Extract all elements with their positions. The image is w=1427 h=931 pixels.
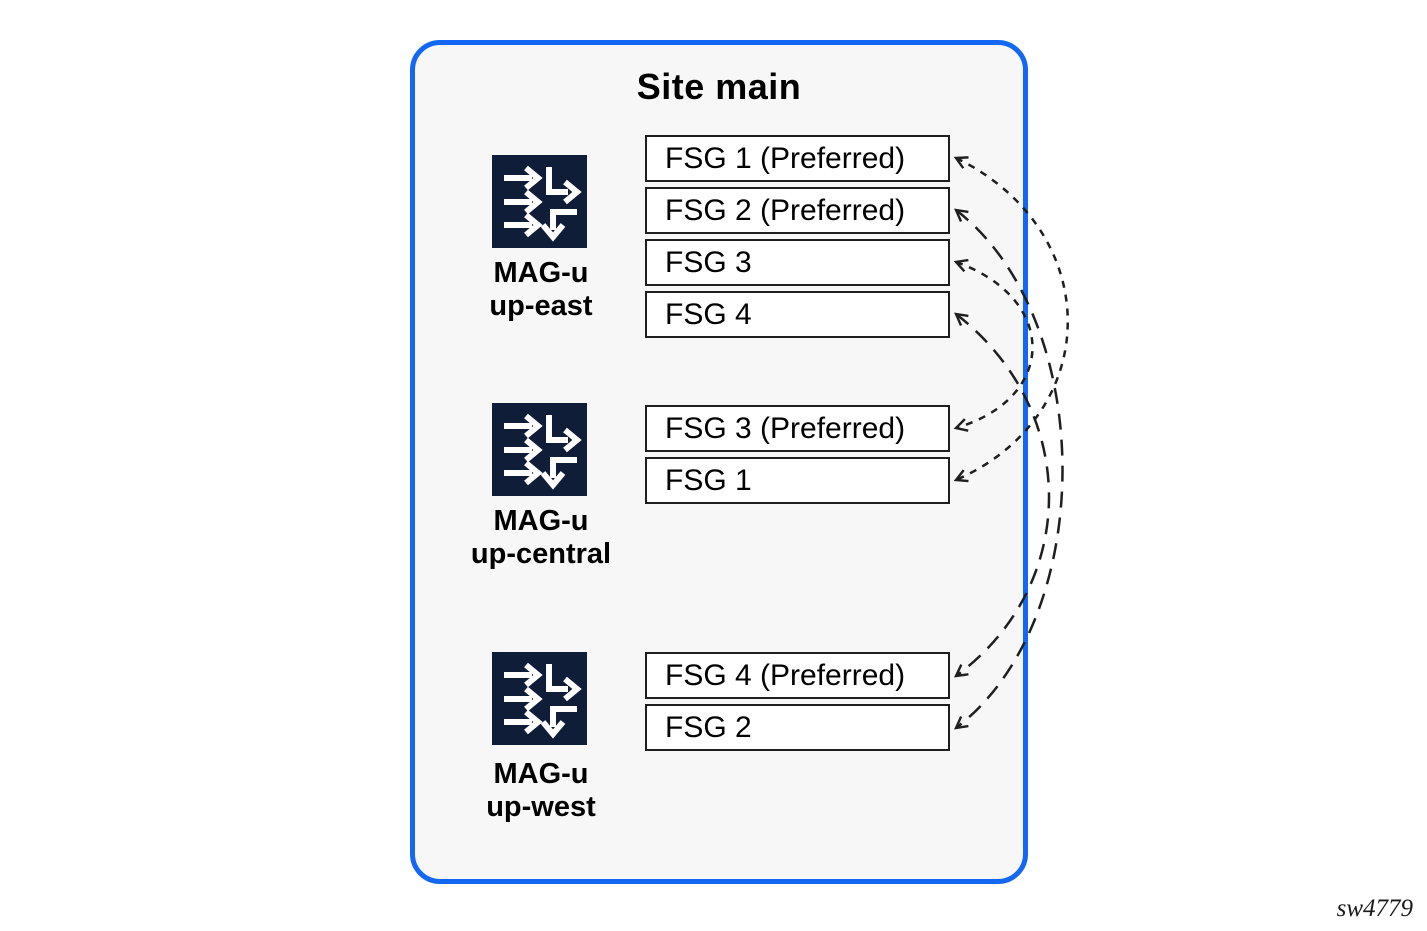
switch-icon <box>492 155 587 248</box>
fsg-label: FSG 4 <box>665 297 752 331</box>
fsg-box: FSG 1 <box>645 457 950 504</box>
switch-icon <box>492 652 587 745</box>
fsg-label: FSG 3 (Preferred) <box>665 411 906 445</box>
node-label-line1: MAG-u <box>493 257 589 289</box>
fsg-box: FSG 2 <box>645 704 950 751</box>
fsg-label: FSG 3 <box>665 245 752 279</box>
switch-icon <box>492 403 587 496</box>
watermark: sw4779 <box>1336 895 1413 922</box>
site-title: Site main <box>636 66 802 107</box>
node-label-line2: up-east <box>489 290 593 322</box>
fsg-label: FSG 2 <box>665 710 752 744</box>
node-label-line1: MAG-u <box>493 758 589 790</box>
node-label-up-east: MAG-u up-east <box>441 257 641 323</box>
node-label-up-west: MAG-u up-west <box>441 758 641 824</box>
fsg-label: FSG 1 (Preferred) <box>665 141 906 175</box>
fsg-label: FSG 4 (Preferred) <box>665 658 906 692</box>
fsg-box: FSG 1 (Preferred) <box>645 135 950 182</box>
node-label-line1: MAG-u <box>493 505 589 537</box>
fsg-label: FSG 2 (Preferred) <box>665 193 906 227</box>
node-label-up-central: MAG-u up-central <box>441 505 641 571</box>
fsg-box: FSG 4 (Preferred) <box>645 652 950 699</box>
fsg-box: FSG 4 <box>645 291 950 338</box>
fsg-box: FSG 3 <box>645 239 950 286</box>
fsg-box: FSG 2 (Preferred) <box>645 187 950 234</box>
fsg-box: FSG 3 (Preferred) <box>645 405 950 452</box>
fsg-label: FSG 1 <box>665 463 752 497</box>
node-label-line2: up-central <box>470 538 612 570</box>
node-label-line2: up-west <box>486 791 596 823</box>
